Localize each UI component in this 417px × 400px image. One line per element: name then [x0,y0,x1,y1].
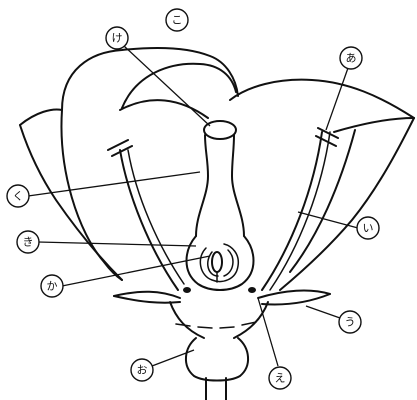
receptacle [170,287,268,400]
callout-u: う [339,311,361,333]
label-o: お [137,364,148,377]
callout-a: あ [340,47,362,69]
callout-ko: こ [166,9,188,31]
stigma [204,121,236,139]
nectary-left [183,287,191,293]
callout-o: お [131,359,153,381]
label-ka: か [47,280,58,293]
label-ke: け [112,32,123,45]
callout-ke: け [106,27,128,49]
sepals [114,291,330,305]
label-ku: く [13,190,24,203]
label-a: あ [346,52,357,65]
callout-ka: か [41,275,63,297]
label-e: え [275,372,286,385]
callout-e: え [269,367,291,389]
label-i: い [363,222,374,235]
outer-petals [20,110,414,290]
label-ko: こ [172,14,183,27]
style-right [232,135,244,236]
style-left [196,135,208,236]
callout-ku: く [7,185,29,207]
callout-i: い [357,217,379,239]
pistil [187,121,254,290]
filament-right [262,132,322,290]
stamens [108,128,338,290]
callout-ki: き [17,231,39,253]
leader-lines [28,46,358,366]
ovule [212,252,222,272]
nectary-right [248,287,256,293]
label-ki: き [23,236,34,249]
base [186,338,248,381]
label-u: う [345,316,356,329]
